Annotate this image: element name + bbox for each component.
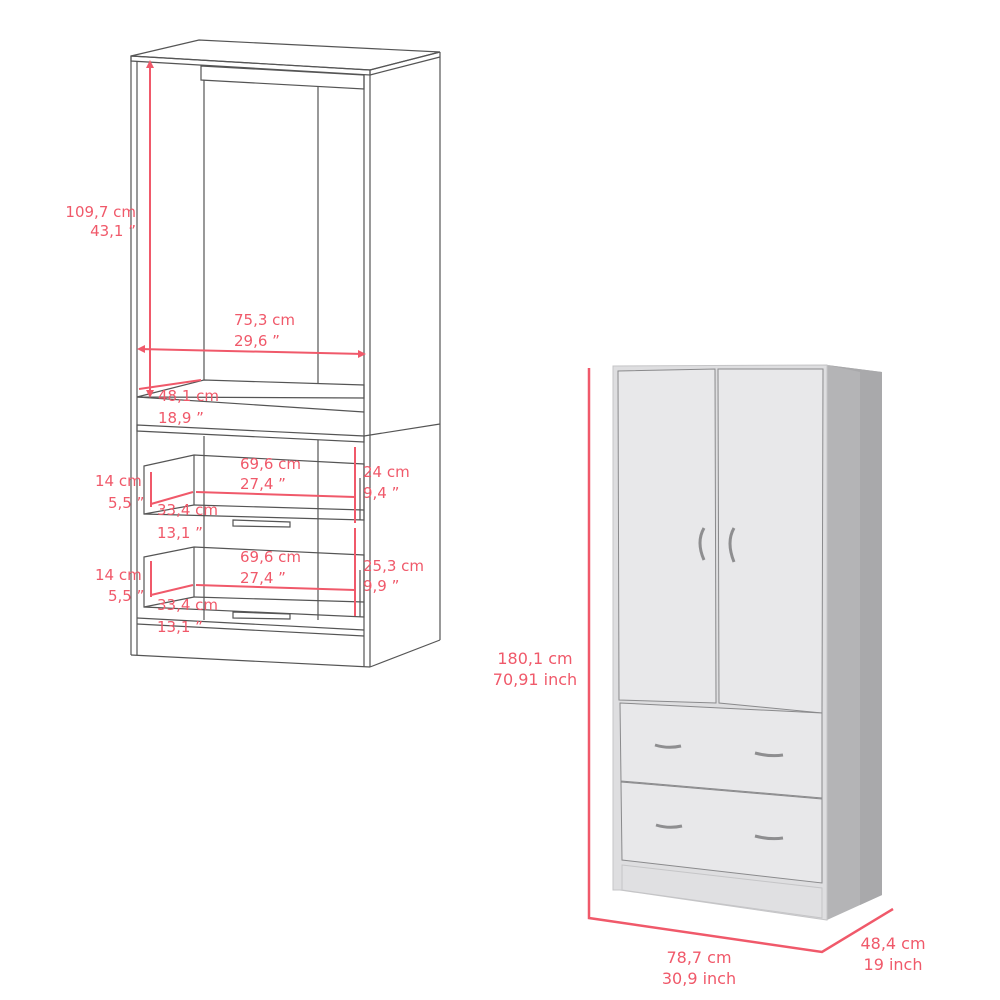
arrow-down-icon — [146, 390, 154, 398]
lower-drawer-front — [620, 781, 823, 884]
height-label-cm: 109,7 cm — [65, 203, 136, 221]
upper-width-label-cm: 75,3 cm — [234, 311, 295, 329]
height-label-inch: 43,1 ” — [90, 222, 136, 240]
total-depth-inch: 19 inch — [864, 955, 923, 974]
drawer-handle-icon — [754, 751, 784, 758]
drawer-2-height-inch: 5,5 ” — [108, 587, 144, 605]
drawer-2-opening-inch: 9,9 ” — [363, 577, 399, 595]
drawer-handle-icon — [654, 743, 682, 749]
drawer-2-width-inch: 27,4 ” — [240, 569, 286, 587]
total-depth-cm: 48,4 cm — [860, 934, 925, 953]
upper-depth-label-cm: 48,1 cm — [158, 387, 219, 405]
drawer-1-opening-inch: 9,4 ” — [363, 484, 399, 502]
total-height-cm: 180,1 cm — [497, 649, 572, 668]
drawer-handle-icon — [754, 834, 784, 841]
total-width-cm: 78,7 cm — [666, 948, 731, 967]
line-drawing-wardrobe-interior: 109,7 cm 43,1 ” 75,3 cm 29,6 ” 48,1 cm 1… — [65, 39, 441, 668]
drawer-1-width-cm: 69,6 cm — [240, 455, 301, 473]
drawer-handle-icon — [655, 823, 683, 829]
total-width-inch: 30,9 inch — [662, 969, 736, 988]
upper-depth-dimension-line — [138, 379, 202, 390]
arrow-up-icon — [146, 60, 154, 68]
drawer-1-depth-inch: 13,1 ” — [157, 524, 203, 542]
drawer-1-width-inch: 27,4 ” — [240, 475, 286, 493]
left-door — [617, 368, 717, 704]
left-door-handle-icon — [698, 527, 706, 561]
right-door — [717, 368, 824, 714]
drawer-2-depth-cm: 33,4 cm — [157, 596, 218, 614]
upper-width-dimension-line — [138, 348, 365, 355]
drawer-2-opening-cm: 25,3 cm — [363, 557, 424, 575]
right-door-handle-icon — [728, 527, 736, 563]
drawer-1-opening-cm: 24 cm — [363, 463, 410, 481]
drawer-2-width-cm: 69,6 cm — [240, 548, 301, 566]
total-height-inch: 70,91 inch — [493, 670, 577, 689]
drawer-2-height-cm: 14 cm — [95, 566, 142, 584]
upper-width-label-inch: 29,6 ” — [234, 332, 280, 350]
drawer-2-outline — [136, 546, 365, 637]
drawer-1-outline — [143, 454, 365, 528]
upper-depth-label-inch: 18,9 ” — [158, 409, 204, 427]
wardrobe-product-render: 180,1 cm 70,91 inch 78,7 cm 30,9 inch 48… — [493, 364, 926, 988]
upper-drawer-front — [619, 702, 823, 799]
drawer-1-depth-cm: 33,4 cm — [157, 501, 218, 519]
drawer-1-height-cm: 14 cm — [95, 472, 142, 490]
arrow-right-icon — [358, 350, 366, 358]
drawer-1-height-inch: 5,5 ” — [108, 494, 144, 512]
overall-dimension-lines — [587, 368, 894, 954]
drawer-2-depth-inch: 13,1 ” — [157, 618, 203, 636]
arrow-left-icon — [137, 345, 145, 353]
